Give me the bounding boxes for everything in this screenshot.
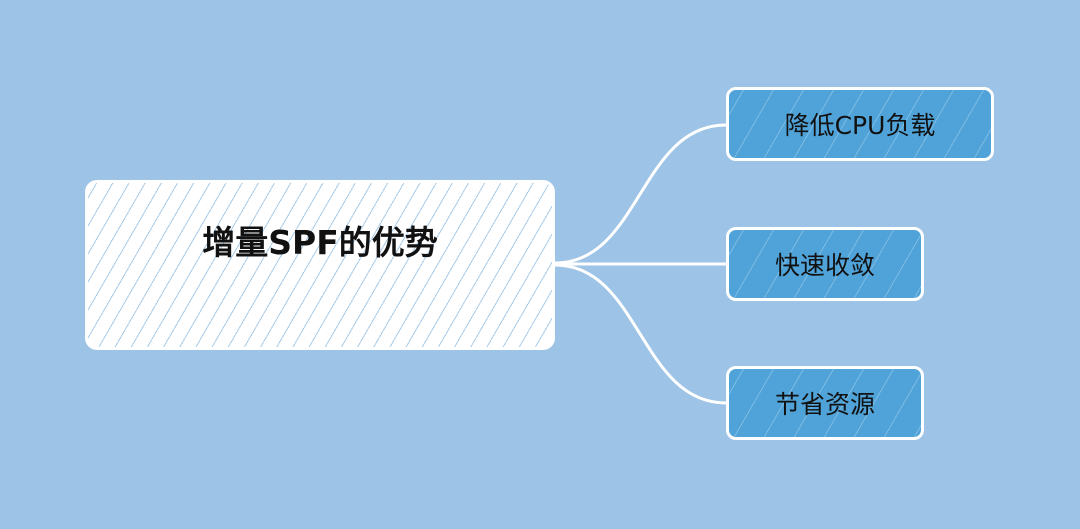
root-label: 增量SPF的优势	[202, 223, 438, 262]
child-node-resources: 节省资源	[726, 366, 924, 440]
link-root-to-resources	[554, 263, 727, 405]
child-node-convergence: 快速收敛	[726, 227, 924, 301]
child-label: 降低CPU负载	[784, 111, 936, 140]
child-label: 节省资源	[774, 390, 875, 419]
link-root-to-cpu	[554, 123, 727, 265]
root-node: 增量SPF的优势	[85, 180, 555, 350]
child-node-cpu: 降低CPU负载	[726, 87, 994, 161]
child-label: 快速收敛	[774, 251, 875, 280]
